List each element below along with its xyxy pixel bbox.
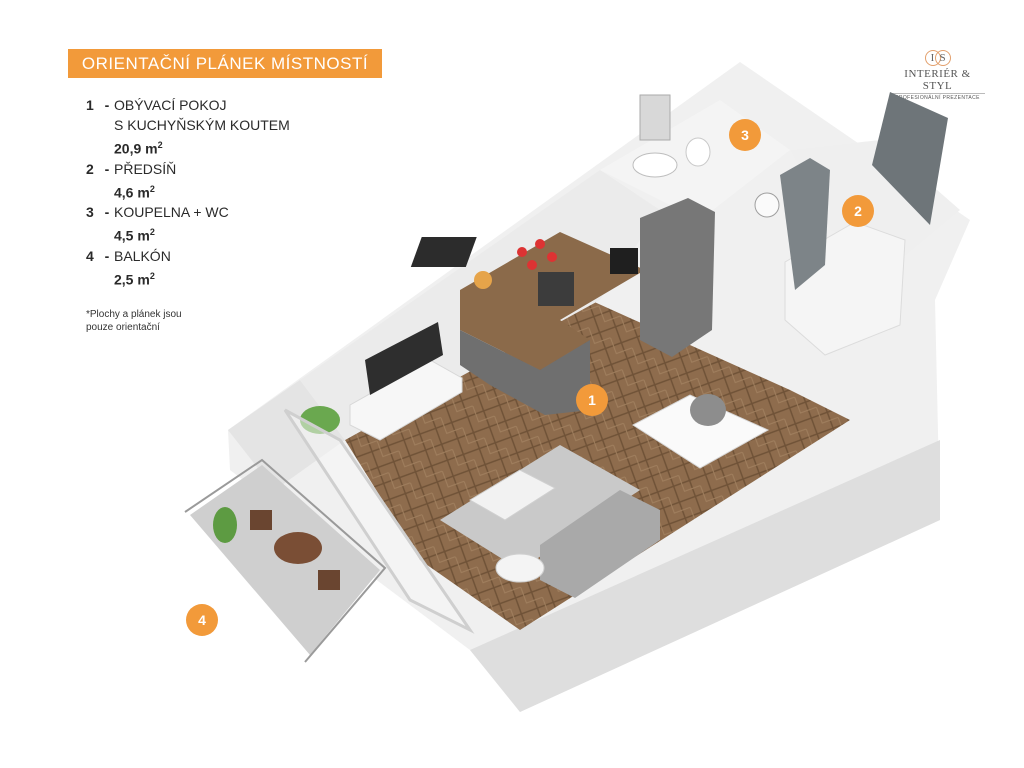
- balcony-plant-icon: [213, 507, 237, 543]
- burner: [527, 260, 537, 270]
- legend-number: 4: [86, 247, 94, 264]
- area-value: 20,9 m: [114, 140, 158, 157]
- tv-icon: [365, 322, 443, 395]
- room-badge-2: 2: [842, 195, 874, 227]
- burner: [547, 252, 557, 262]
- area-unit: 2: [149, 227, 155, 238]
- washing-machine-icon: [754, 192, 780, 218]
- hallway-floor: [790, 140, 960, 260]
- kitchen-cabinets: [460, 330, 590, 415]
- room-badge-4: 4: [186, 604, 218, 636]
- desk: [632, 394, 770, 469]
- oven-icon: [538, 272, 574, 306]
- badge-label: 2: [854, 203, 862, 219]
- disclaimer-note: *Plochy a plánek jsou pouze orientační: [86, 309, 182, 333]
- sink-icon: [610, 248, 638, 274]
- burner: [535, 239, 545, 249]
- sofa: [540, 490, 660, 598]
- legend-label: KOUPELNA + WC: [114, 204, 229, 221]
- fruit-bowl-icon: [474, 271, 492, 289]
- legend-item-4: 4-BALKÓN 2,5 m2: [86, 246, 290, 290]
- legend-item-1: 1-OBÝVACÍ POKOJ S KUCHYŇSKÝM KOUTEM 20,9…: [86, 95, 290, 159]
- area-value: 4,5 m: [114, 227, 150, 244]
- living-room-floor: [345, 300, 850, 630]
- bathroom-mirror: [639, 94, 671, 141]
- legend-area: 4,6 m2: [86, 179, 290, 203]
- legend-dash: -: [104, 97, 110, 113]
- bathroom-door: [780, 158, 830, 290]
- rug: [440, 445, 640, 570]
- legend-label: OBÝVACÍ POKOJ S KUCHYŇSKÝM KOUTEM: [114, 97, 290, 133]
- legend-dash: -: [104, 160, 110, 177]
- stove-icon: [410, 237, 477, 267]
- area-value: 4,6 m: [114, 184, 150, 201]
- legend-item-3: 3-KOUPELNA + WC 4,5 m2: [86, 202, 290, 246]
- logo-tagline: PROFESIONÁLNÍ PREZENTACE: [890, 93, 985, 101]
- badge-label: 1: [588, 392, 596, 408]
- room-badge-3: 3: [729, 119, 761, 151]
- desk-chair-icon: [690, 394, 726, 426]
- balcony-chair-icon: [318, 570, 340, 590]
- entrance-door: [872, 92, 948, 225]
- balcony-chair-icon: [250, 510, 272, 530]
- area-unit: 2: [157, 140, 163, 150]
- tall-cabinet: [640, 198, 715, 357]
- balcony-table-icon: [274, 532, 322, 564]
- legend-number: 2: [86, 160, 94, 177]
- burner: [517, 247, 527, 257]
- room-badge-1: 1: [576, 384, 608, 416]
- legend-dash: -: [104, 204, 110, 221]
- badge-label: 3: [741, 127, 749, 143]
- legend-dash: -: [104, 247, 110, 264]
- coffee-table: [469, 469, 557, 521]
- area-unit: 2: [149, 270, 155, 281]
- wall-shadow: [470, 440, 940, 712]
- legend-area: 2,5 m2: [86, 266, 290, 290]
- legend-number: 3: [86, 204, 94, 221]
- toilet-icon: [685, 137, 711, 167]
- legend-label: BALKÓN: [114, 247, 171, 264]
- glass-balcony-wall: [283, 408, 475, 634]
- area-unit: 2: [149, 183, 155, 194]
- washbasin-icon: [632, 152, 678, 178]
- floor-lamp-icon: [495, 553, 545, 583]
- badge-label: 4: [198, 612, 206, 628]
- legend-label: PŘEDSÍŇ: [114, 160, 177, 177]
- logo-name: INTERIÉR & STYL: [904, 68, 971, 92]
- legend-area: 4,5 m2: [86, 222, 290, 246]
- legend-item-2: 2-PŘEDSÍŇ 4,6 m2: [86, 159, 290, 203]
- legend-area: 20,9 m2: [86, 135, 290, 159]
- legend-number: 1: [86, 97, 94, 113]
- room-legend: 1-OBÝVACÍ POKOJ S KUCHYŇSKÝM KOUTEM 20,9…: [86, 95, 290, 290]
- balcony-railing: [184, 458, 387, 663]
- area-value: 2,5 m: [114, 271, 150, 288]
- page-title: ORIENTAČNÍ PLÁNEK MÍSTNOSTÍ: [68, 49, 382, 78]
- logo-initial: S: [934, 50, 951, 66]
